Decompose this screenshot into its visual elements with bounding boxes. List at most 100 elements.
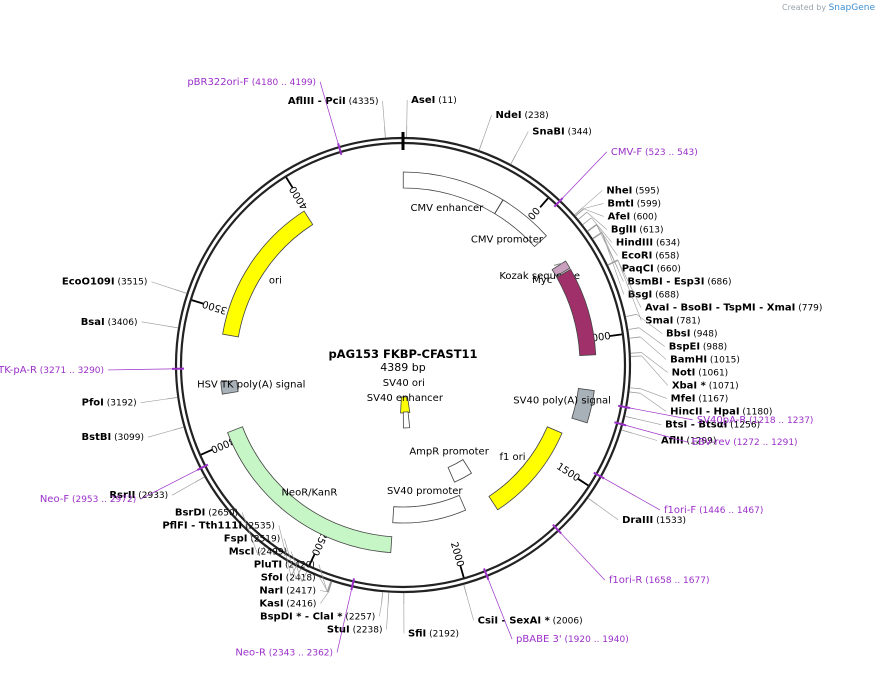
site-leader [278,525,292,577]
feature-sv40-promoter[interactable] [392,494,467,524]
site-label-noti[interactable]: NotI (1061) [672,367,729,378]
primer-label-ebv-rev[interactable]: EBV-rev (1272 .. 1291) [692,437,798,448]
site-name: SfoI [261,572,283,583]
feature-label-neor-kanr: NeoR/KanR [281,487,337,498]
site-count: (2238) [350,625,383,635]
site-label-fspi[interactable]: FspI (2519) [224,533,280,544]
site-leader [641,352,668,373]
site-label-sfoi[interactable]: SfoI (2418) [261,572,316,583]
site-label-ecoo109i[interactable]: EcoO109I (3515) [62,277,148,288]
feature-cmv-promoter[interactable] [494,199,547,248]
site-label-afliii-pcii[interactable]: AflIII - PciI (4335) [288,96,379,107]
site-label-ecori[interactable]: EcoRI (658) [621,250,679,261]
feature-fkbp[interactable] [556,268,597,356]
site-label-bamhi[interactable]: BamHI (1015) [670,354,740,365]
site-label-xbai[interactable]: XbaI * (1071) [672,380,739,391]
site-label-btsi-bts-i[interactable]: BtsI - BtsαI (1256) [665,420,760,431]
site-label-nari[interactable]: NarI (2417) [259,585,316,596]
site-count: (3406) [105,318,138,328]
site-count: (3099) [111,433,144,443]
feature-f1-ori[interactable] [488,426,563,511]
site-label-draiii[interactable]: DraIII (1533) [622,515,686,526]
tick-mark [285,176,294,189]
site-name: CsiI - SexAI * [478,615,551,626]
site-label-pfoi[interactable]: PfoI (3192) [82,398,137,409]
site-leader [151,281,177,291]
site-name: BamHI [670,354,707,365]
site-name: HindIII [616,237,653,248]
site-name: SnaBI [532,126,564,137]
site-leader [640,393,667,412]
site-label-bbsi[interactable]: BbsI (948) [666,328,718,339]
site-label-stui[interactable]: StuI (2238) [327,624,383,635]
site-label-bsgi[interactable]: BsgI (688) [628,289,680,300]
feature-label-sv40-poly-a-signal: SV40 poly(A) signal [513,395,611,406]
site-leader [320,591,329,604]
primer-label-pbr322ori-f[interactable]: pBR322ori-F (4180 .. 4199) [187,77,316,88]
site-label-bsai[interactable]: BsaI (3406) [81,317,138,328]
site-leader [147,429,174,438]
site-label-kasi[interactable]: KasI (2416) [259,598,316,609]
site-label-snabi[interactable]: SnaBI (344) [532,126,591,137]
site-tick [384,126,386,138]
site-leader [596,224,618,256]
site-label-avai-bsobi-tspmi-xmai[interactable]: AvaI - BsoBI - TspMI - XmaI (779) [645,302,822,313]
site-label-bsrdi[interactable]: BsrDI (2650) [175,507,238,518]
primer-label-f1ori-f[interactable]: f1ori-F (1446 .. 1467) [664,505,763,516]
site-tick [510,154,517,165]
site-label-sfii[interactable]: SfiI (2192) [408,628,459,639]
site-count: (1256) [727,421,760,431]
site-leader [379,602,382,617]
feature-sv40-poly-a-signal[interactable] [571,387,595,424]
site-label-msci[interactable]: MscI (2499) [229,546,287,557]
primer-label-f1ori-r[interactable]: f1ori-R (1658 .. 1677) [609,575,710,586]
primer-label-neo-f[interactable]: Neo-F (2953 .. 2972) [40,494,136,505]
primer-label-cmv-f[interactable]: CMV-F (523 .. 543) [611,147,698,158]
site-label-bspei[interactable]: BspEI (988) [669,341,727,352]
primer-name: f1ori-F [664,505,696,516]
site-name: DraIII [622,515,653,526]
site-label-afei[interactable]: AfeI (600) [608,211,658,222]
site-label-nhei[interactable]: NheI (595) [606,185,659,196]
site-label-csii-sexai[interactable]: CsiI - SexAI * (2006) [478,615,583,626]
primer-mark [196,463,209,471]
site-label-hindiii[interactable]: HindIII (634) [616,237,680,248]
site-label-rsrii[interactable]: RsrII (2933) [109,490,168,501]
site-label-bglii[interactable]: BglII (613) [611,224,664,235]
site-name: BbsI [666,328,690,339]
site-label-pluti[interactable]: PluTI (2420) [254,559,315,570]
site-leader [290,551,303,582]
feature-neor-kanr[interactable] [227,426,393,554]
site-tick [629,391,641,394]
feature-kozak-sequence[interactable] [553,262,563,266]
feature-hsv-tk-poly-a-signal[interactable] [220,380,239,395]
site-label-aflii[interactable]: AflII (1299) [661,435,716,446]
site-leader [241,512,259,556]
primer-label-tk-pa-r[interactable]: TK-pA-R (3271 .. 3290) [0,365,104,376]
site-label-paqci[interactable]: PaqCI (660) [622,263,681,274]
site-label-pflfi-tth111i[interactable]: PflFI - Tth111I (2535) [162,520,275,531]
site-tick [326,581,332,592]
site-leader [632,432,658,441]
feature-label-cmv-promoter: CMV promoter [471,234,544,245]
site-leader [583,203,604,209]
site-count: (1061) [695,368,728,378]
site-label-asei[interactable]: AseI (11) [411,95,457,106]
site-label-mfei[interactable]: MfeI (1167) [671,393,729,404]
site-label-ndei[interactable]: NdeI (238) [496,110,549,121]
site-leader [636,314,663,334]
primer-label-neo-r[interactable]: Neo-R (2343 .. 2362) [235,648,333,659]
site-label-smai[interactable]: SmaI (781) [645,315,700,326]
primer-label-pbabe-3[interactable]: pBABE 3' (1920 .. 1940) [516,634,629,645]
site-label-bstbi[interactable]: BstBI (3099) [82,432,145,443]
site-label-hincii-hpai[interactable]: HincII - HpaI (1180) [670,406,772,417]
feature-sv40-enhancer[interactable] [402,411,411,429]
site-label-bsmbi-esp3i[interactable]: BsmBI - Esp3I (686) [627,276,731,287]
credit-prefix: Created by [782,3,827,12]
feature-ampr-promoter[interactable] [447,459,473,483]
feature-myc[interactable] [551,260,571,277]
feature-ori[interactable] [222,210,314,338]
site-label-bmti[interactable]: BmtI (599) [607,198,661,209]
primer-label-sv40pa-r[interactable]: SV40pA-R (1218 .. 1237) [697,415,814,426]
site-label-bspdi-clai[interactable]: BspDI * - ClaI * (2257) [260,611,375,622]
